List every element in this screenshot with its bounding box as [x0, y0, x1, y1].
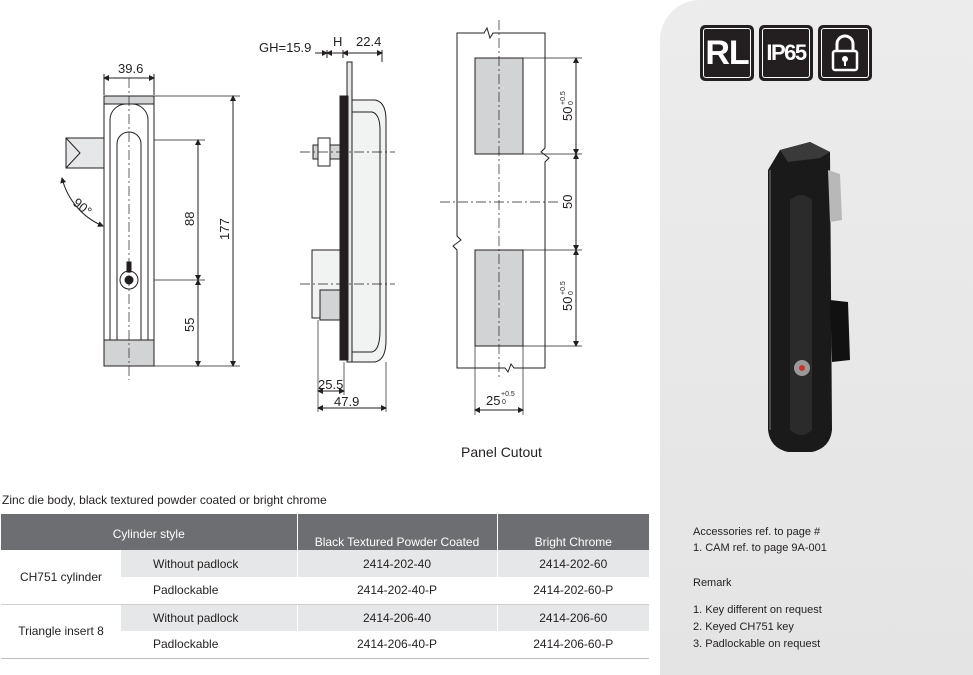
- header-cylinder-style: Cylinder style: [1, 514, 298, 550]
- cutout-width-dim: 25: [486, 393, 500, 408]
- cutout-caption: Panel Cutout: [461, 444, 542, 460]
- remark-item: 2. Keyed CH751 key: [693, 621, 794, 633]
- row-black-code: 2414-202-40: [296, 550, 497, 577]
- header-chrome: Bright Chrome: [497, 514, 649, 550]
- cutout-lower-tol: +0.5: [560, 281, 567, 295]
- row-black-code: 2414-206-40: [296, 604, 497, 631]
- table-row: Padlockable 2414-202-40-P 2414-202-60-P: [1, 577, 649, 605]
- row-black-code: 2414-202-40-P: [296, 577, 497, 605]
- side-h-dim: H: [333, 34, 342, 49]
- cutout-upper-tol-low: 0: [568, 101, 575, 105]
- cutout-width-tol: +0.5: [501, 391, 515, 398]
- row-style: Without padlock: [121, 604, 297, 631]
- row-style: Padlockable: [121, 631, 297, 659]
- remark-item: 3. Padlockable on request: [693, 638, 821, 650]
- front-177-dim: 177: [217, 218, 232, 240]
- side-bottom-dim-1: 25.5: [318, 377, 343, 392]
- row-black-code: 2414-206-40-P: [296, 631, 497, 659]
- cutout-gap-dim: 50: [560, 195, 575, 209]
- table-row: Padlockable 2414-206-40-P 2414-206-60-P: [1, 631, 649, 659]
- remark-list: 1. Key different on request 2. Keyed CH7…: [693, 602, 822, 653]
- rl-badge-label: RL: [703, 28, 751, 78]
- row-style: Padlockable: [121, 577, 297, 605]
- rl-badge: RL: [700, 25, 754, 81]
- padlock-badge: [818, 25, 872, 81]
- group-triangle: Triangle insert 8: [1, 604, 121, 659]
- row-chrome-code: 2414-202-60-P: [496, 577, 649, 605]
- front-view: [60, 74, 240, 380]
- technical-drawings: 39.6 90° 88 177 55 GH=15.9 H 22.4 25.5 4…: [60, 20, 582, 415]
- table-row: Triangle insert 8 Without padlock 2414-2…: [1, 604, 649, 659]
- cutout-lower-dim: 50: [560, 297, 575, 311]
- front-angle-dim: 90°: [70, 195, 95, 219]
- front-88-dim: 88: [182, 212, 197, 226]
- accessories-line-2: 1. CAM ref. to page 9A-001: [693, 542, 827, 554]
- side-view: [300, 50, 395, 412]
- side-bottom-dim-2: 47.9: [334, 394, 359, 409]
- accessories-note: Accessories ref. to page # 1. CAM ref. t…: [693, 524, 827, 556]
- row-chrome-code: 2414-206-60: [496, 604, 649, 631]
- row-style: Without padlock: [121, 550, 297, 577]
- table-row: CH751 cylinder Without padlock 2414-202-…: [1, 550, 649, 605]
- side-gh-dim: GH=15.9: [259, 40, 311, 55]
- front-55-dim: 55: [182, 318, 197, 332]
- group-ch751: CH751 cylinder: [1, 550, 121, 605]
- row-chrome-code: 2414-206-60-P: [496, 631, 649, 659]
- remark-title: Remark: [693, 577, 732, 589]
- padlock-icon: [821, 28, 869, 78]
- part-number-table: Cylinder style Black Textured Powder Coa…: [1, 514, 649, 659]
- cutout-width-tol-low: 0: [502, 399, 506, 406]
- row-chrome-code: 2414-202-60: [496, 550, 649, 577]
- cutout-lower-tol-low: 0: [568, 291, 575, 295]
- accessories-line-1: Accessories ref. to page #: [693, 526, 821, 538]
- table-header-row: Cylinder style Black Textured Powder Coa…: [1, 514, 649, 550]
- product-photo: [768, 142, 850, 452]
- ip65-badge: IP65: [759, 25, 813, 81]
- panel-cutout: [440, 20, 582, 415]
- side-depth-dim: 22.4: [356, 34, 381, 49]
- ip65-badge-label: IP65: [762, 28, 810, 78]
- side-panel: RL IP65 Accessories ref. to page # 1. CA…: [660, 0, 973, 675]
- front-width-dim: 39.6: [118, 61, 143, 76]
- product-description: Zinc die body, black textured powder coa…: [2, 493, 327, 507]
- remark-item: 1. Key different on request: [693, 604, 822, 616]
- header-black: Black Textured Powder Coated: [297, 514, 498, 550]
- cutout-upper-dim: 50: [560, 107, 575, 121]
- cutout-upper-tol: +0.5: [560, 91, 567, 105]
